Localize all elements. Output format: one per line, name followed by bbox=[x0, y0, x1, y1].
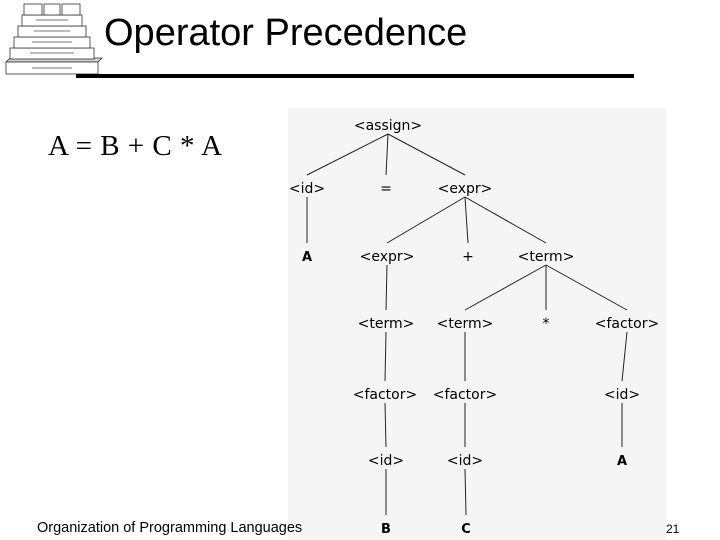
page-number: 21 bbox=[666, 522, 680, 536]
parse-tree-diagram: <assign> <id> = <expr> A <expr> + <term> <term> <… bbox=[288, 108, 666, 540]
tree-node-factor3: <factor> bbox=[433, 387, 497, 403]
tree-node-id2: <id> bbox=[368, 453, 404, 469]
tree-edge-expr1-expr2 bbox=[386, 196, 466, 244]
tree-node-factor1: <factor> bbox=[595, 316, 659, 332]
tree-node-id3: <id> bbox=[447, 453, 483, 469]
tree-node-term2: <term> bbox=[358, 316, 415, 332]
tree-node-factor2: <factor> bbox=[353, 387, 417, 403]
tree-edge-factor1-id4 bbox=[621, 331, 628, 382]
tree-node-expr2: <expr> bbox=[360, 249, 415, 265]
tree-node-C: C bbox=[461, 522, 471, 537]
tree-node-term3: <term> bbox=[437, 316, 494, 332]
tree-node-star: * bbox=[543, 316, 550, 332]
layered-stack-logo bbox=[5, 3, 103, 75]
tree-node-id1: <id> bbox=[289, 181, 325, 197]
tree-edge-term1-term3 bbox=[464, 264, 547, 311]
tree-edge-expr2-term2 bbox=[385, 264, 388, 311]
tree-edge-factor2-id2 bbox=[384, 402, 387, 448]
tree-edge-term2-factor2 bbox=[384, 331, 387, 382]
tree-node-assign: <assign> bbox=[354, 118, 422, 134]
tree-background bbox=[288, 108, 666, 540]
tree-edge-assign-expr1 bbox=[387, 133, 466, 176]
tree-node-A2: A bbox=[617, 454, 627, 469]
tree-node-B: B bbox=[381, 522, 391, 537]
tree-node-eq: = bbox=[380, 181, 392, 197]
title-underline-divider bbox=[76, 74, 634, 78]
tree-edge-assign-id1 bbox=[306, 133, 389, 176]
tree-edge-term1-factor1 bbox=[545, 264, 628, 311]
tree-edge-expr1-term1 bbox=[464, 196, 547, 244]
tree-node-term1: <term> bbox=[518, 249, 575, 265]
tree-edge-expr1-plus bbox=[464, 196, 469, 244]
slide-title: Operator Precedence bbox=[104, 12, 468, 54]
tree-edge-id3-C bbox=[464, 468, 467, 516]
tree-edge-assign-eq bbox=[385, 133, 389, 176]
tree-node-A1: A bbox=[302, 250, 312, 265]
tree-node-plus: + bbox=[462, 249, 474, 265]
tree-node-id4: <id> bbox=[604, 387, 640, 403]
assignment-expression: A = B + C * A bbox=[48, 130, 223, 162]
tree-node-expr1: <expr> bbox=[438, 181, 493, 197]
footer-course-title: Organization of Programming Languages bbox=[37, 520, 303, 536]
